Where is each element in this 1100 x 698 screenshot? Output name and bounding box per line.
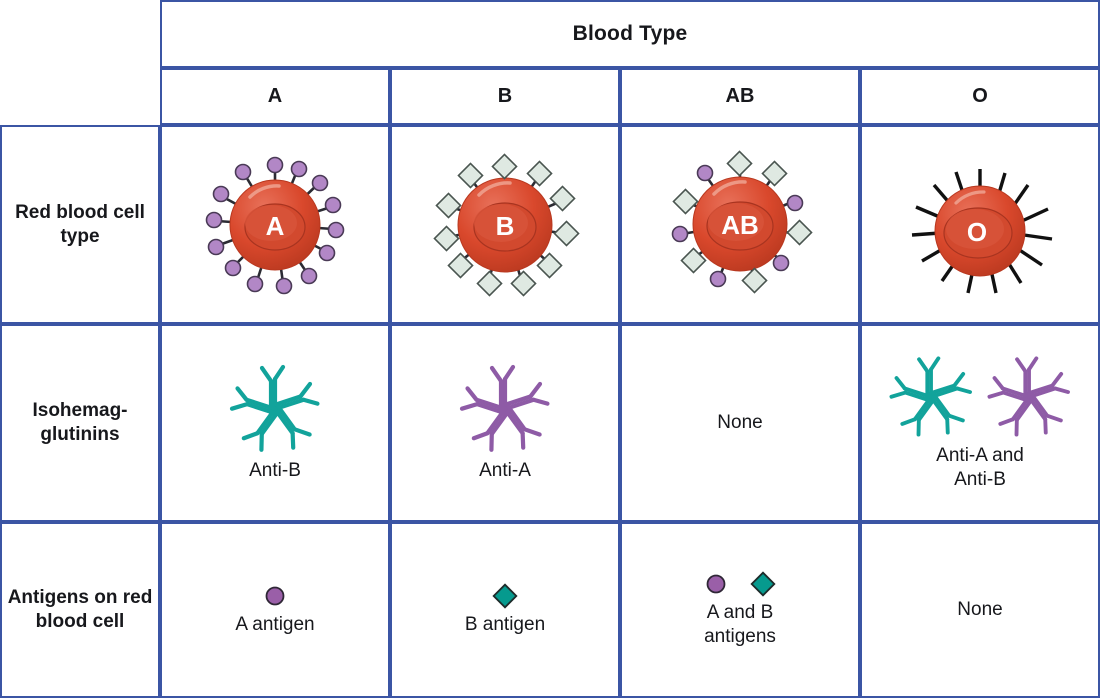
antigens-cell-b: B antigen [390,522,620,698]
rbc-illustration-b: B [425,145,585,305]
rbc-cell-type-ab: AB [620,125,860,324]
antigens-caption-o: None [957,598,1003,620]
rbc-cell-type-a: A [160,125,390,324]
rbc-cell-type-o: O [860,125,1100,324]
rbc-letter-a: A [266,211,285,241]
antigen-b-diamond-icon [750,570,776,597]
antibody-cluster-anti-a-o [983,354,1075,440]
column-header-b: B [390,68,620,126]
isohemagglutinins-caption-a: Anti-B [249,459,301,481]
table-row: Red blood cell type [0,125,1100,324]
rbc-illustration-o: O [900,145,1060,305]
antigen-heads-ab-circles [671,164,803,288]
isohemagglutinins-caption-ab: None [717,411,763,433]
antigens-caption-ab: A and B antigens [704,601,776,648]
antigens-caption-b: B antigen [464,613,546,635]
row-label-isohemagglutinins: Isohemag- glutinins [0,323,160,523]
isohemagglutinins-cell-b: Anti-A [390,323,620,523]
antigens-cell-a: A antigen [160,522,390,698]
table-row: Isohemag- glutinins [0,323,1100,523]
antibody-cluster-anti-b [225,363,325,455]
antigens-cell-ab: A and B antigens [620,522,860,698]
antigen-heads-b [433,152,580,297]
rbc-letter-o: O [967,217,987,247]
column-header-o: O [860,68,1100,126]
column-header-ab: AB [620,68,860,126]
isohemagglutinins-cell-o: Anti-A and Anti-B [860,323,1100,523]
rbc-illustration-ab: AB [658,142,823,307]
row-label-red-blood-cell-type: Red blood cell type [0,125,160,324]
antigens-cell-o: None [860,522,1100,698]
antigen-heads-ab-diamonds [671,150,813,294]
isohemagglutinins-cell-ab: None [620,323,860,523]
isohemagglutinins-caption-b: Anti-A [479,459,531,481]
rbc-letter-b: B [496,211,515,241]
table-header-group-row: Blood Type [0,0,1100,69]
antigen-a-circle-icon [265,586,285,606]
antigen-heads-a [205,156,345,294]
corner-empty-cell [0,0,160,69]
antigen-a-circle-icon [706,574,726,593]
table-row: Antigens on red blood cell A antigen [0,522,1100,698]
antibody-cluster-anti-b-o [885,354,977,440]
antigen-b-diamond-icon [492,583,518,609]
column-header-a: A [160,68,390,126]
table-header-columns-row: A B AB O [0,68,1100,126]
isohemagglutinins-cell-a: Anti-B [160,323,390,523]
antibody-cluster-anti-a [455,363,555,455]
row-label-antigens-on-red-blood-cell: Antigens on red blood cell [0,522,160,698]
isohemagglutinins-caption-o: Anti-A and Anti-B [936,444,1024,491]
antigens-caption-a: A antigen [235,613,315,635]
rbc-letter-ab: AB [721,210,759,240]
blood-type-group-header: Blood Type [160,0,1100,69]
corner-empty-cell-2 [0,68,160,126]
rbc-cell-type-b: B [390,125,620,324]
rbc-illustration-a: A [195,145,355,305]
